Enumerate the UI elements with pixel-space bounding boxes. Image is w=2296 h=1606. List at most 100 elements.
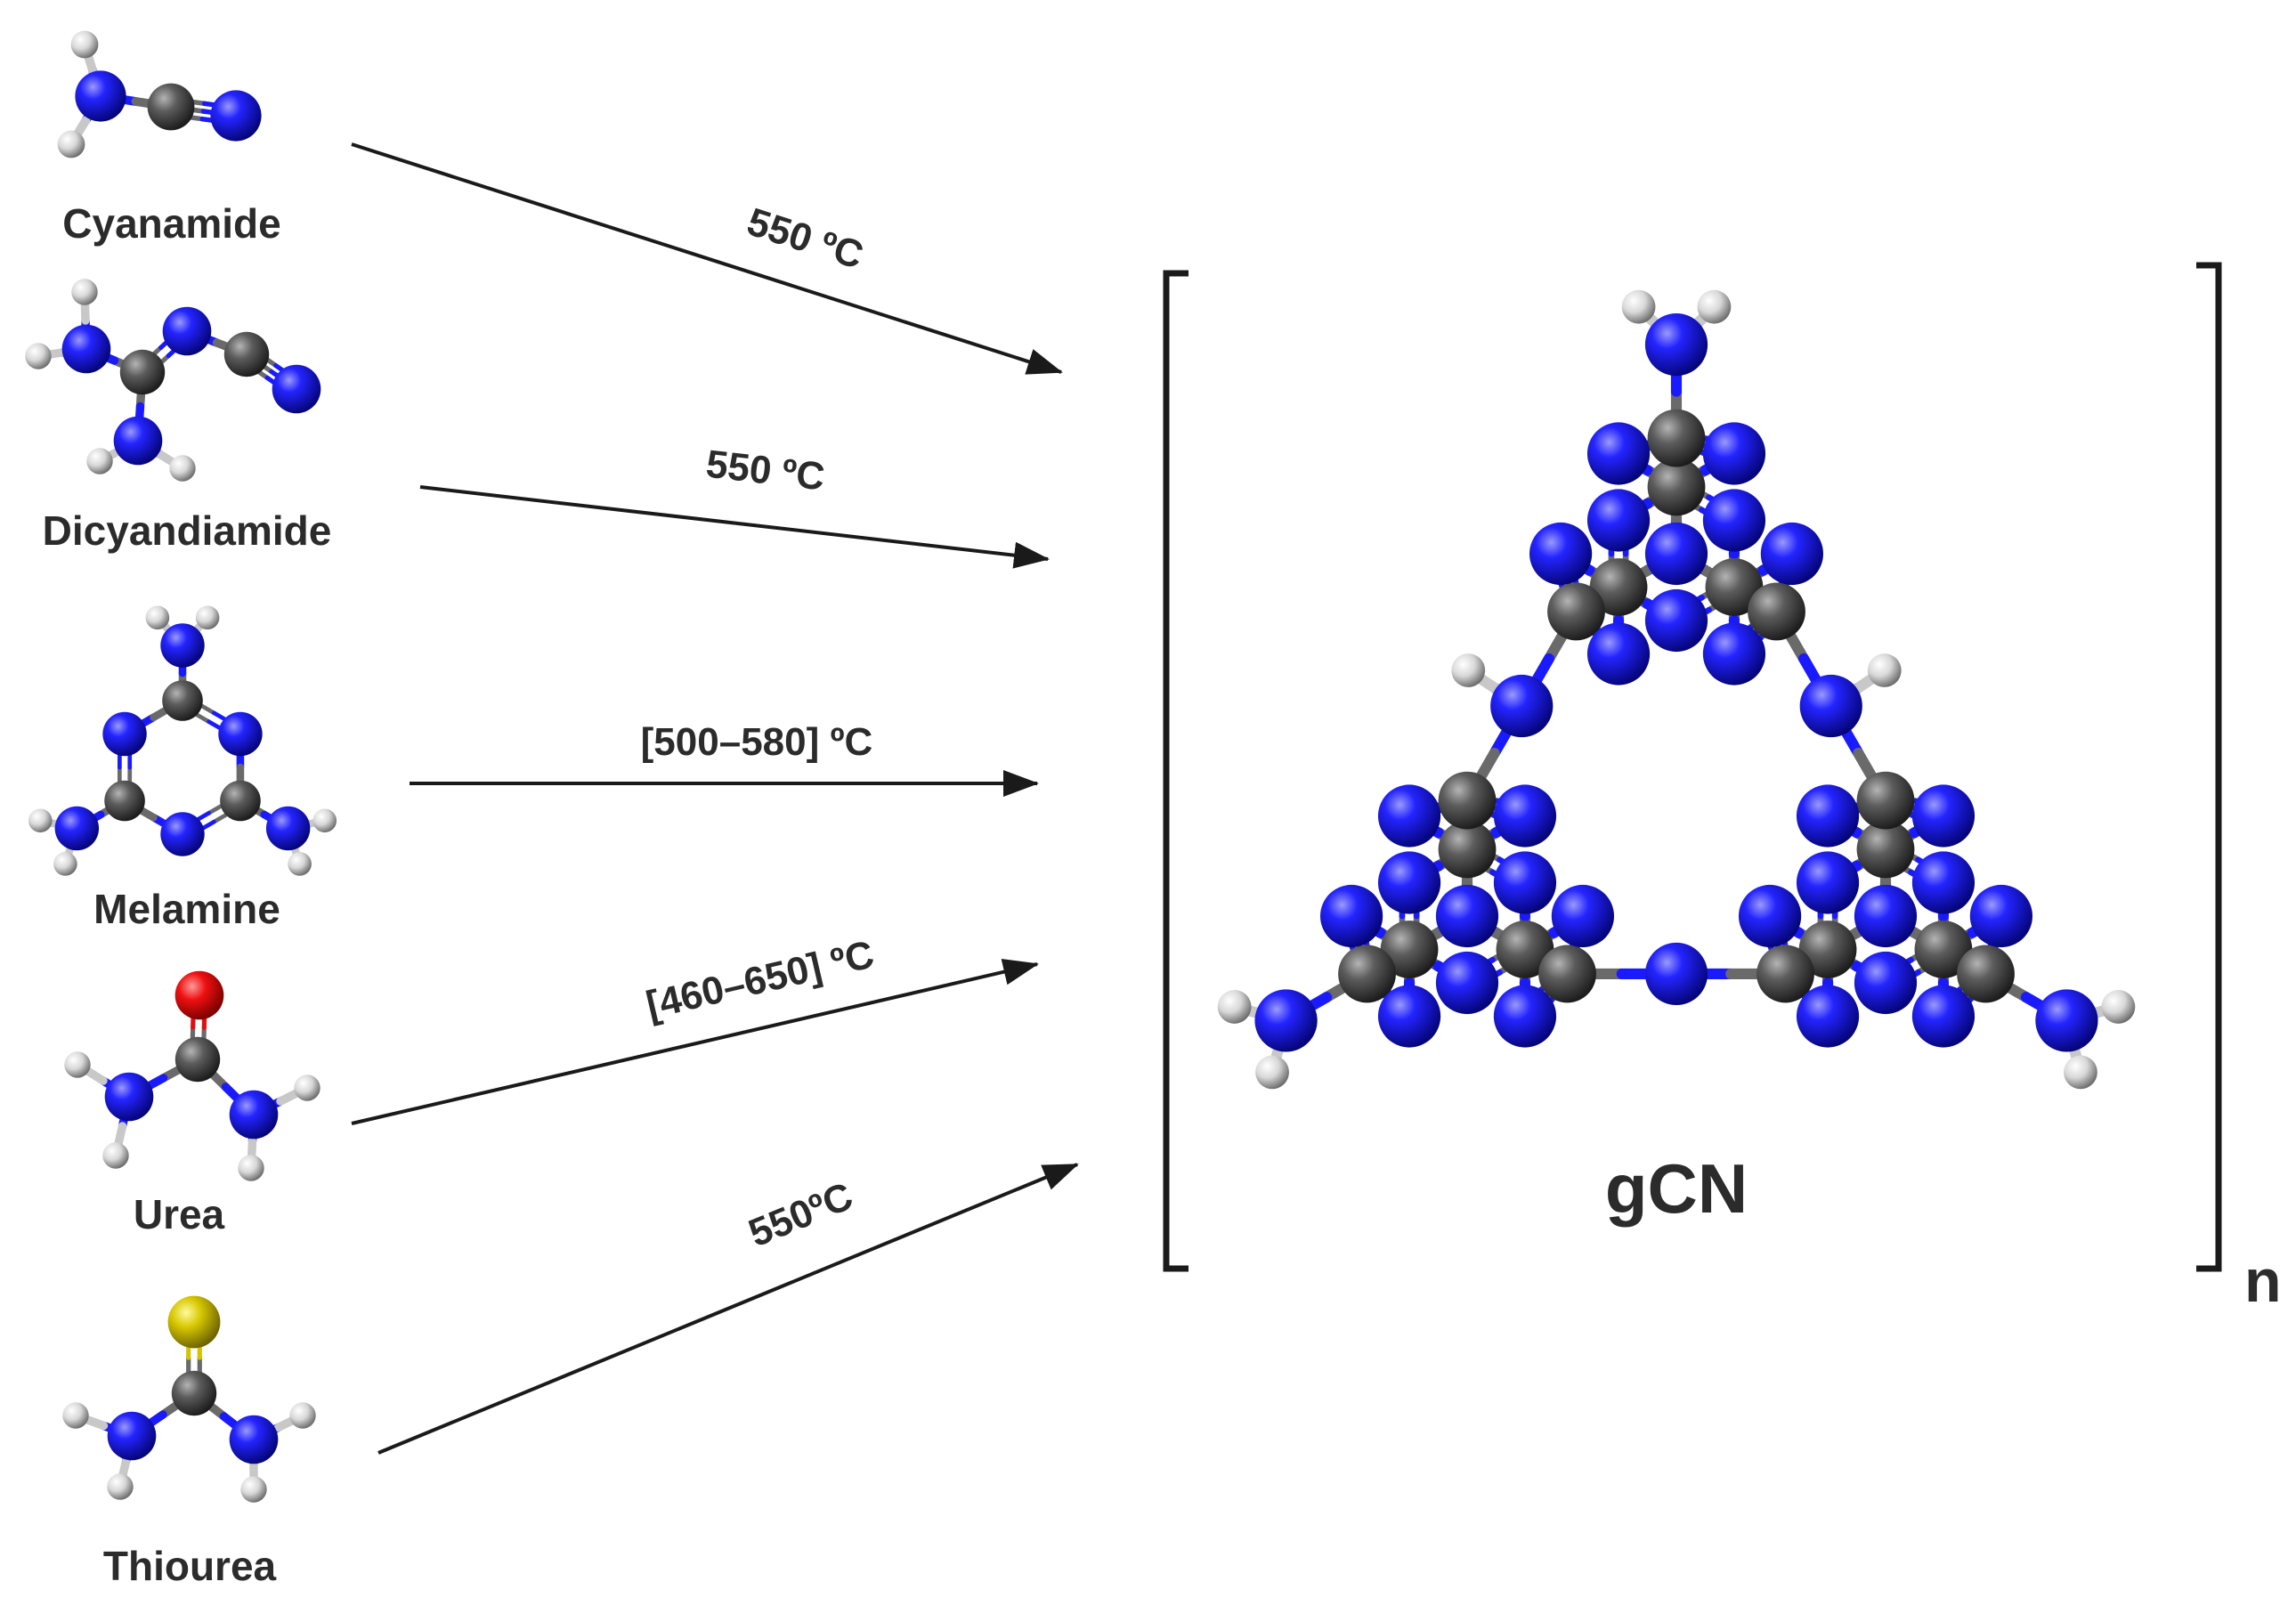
thiourea-molecule [62, 1295, 316, 1503]
nitrogen-atom [1377, 784, 1441, 848]
nitrogen-atom [54, 806, 100, 851]
dicyandiamide-temperature: 550 ºC [704, 442, 827, 499]
nitrogen-atom [1796, 985, 1860, 1048]
hydrogen-atom [240, 1476, 267, 1503]
nitrogen-atom [160, 812, 205, 856]
nitrogen-atom [1760, 522, 1824, 586]
hydrogen-atom [1867, 653, 1902, 687]
carbon-atom [1957, 945, 2015, 1003]
nitrogen-atom [1644, 522, 1708, 586]
left-bracket [1163, 270, 1189, 1272]
nitrogen-atom [61, 324, 111, 374]
nitrogen-atom [1644, 312, 1708, 377]
urea-molecule [64, 970, 320, 1181]
carbon-atom [1438, 771, 1497, 830]
carbon-atom [1538, 945, 1596, 1003]
carbon-atom [1856, 820, 1915, 879]
repeat-subscript: n [2244, 1247, 2282, 1315]
nitrogen-atom [113, 416, 163, 466]
nitrogen-atom [1854, 884, 1918, 948]
hydrogen-atom [2064, 1055, 2097, 1090]
hydrogen-atom [25, 343, 52, 369]
carbon-atom [1496, 921, 1554, 978]
nitrogen-atom [1911, 784, 1976, 848]
carbon-atom [1756, 945, 1814, 1003]
hydrogen-atom [102, 1142, 129, 1169]
hydrogen-atom [2101, 990, 2136, 1024]
carbon-atom [220, 780, 261, 822]
hydrogen-atom [169, 455, 196, 482]
nitrogen-atom [265, 806, 311, 851]
melamine-molecule [28, 605, 337, 876]
hydrogen-atom [238, 1155, 264, 1181]
nitrogen-atom [1435, 884, 1499, 948]
dicyandiamide-label: Dicyandiamide [43, 507, 332, 554]
nitrogen-atom [1969, 884, 2033, 948]
hydrogen-atom [62, 1402, 89, 1429]
carbon-atom [119, 349, 166, 395]
carbon-atom [162, 680, 203, 721]
nitrogen-atom [1796, 784, 1860, 848]
hydrogen-atom [71, 279, 98, 305]
dicyandiamide-molecule [25, 279, 321, 482]
urea-temperature: [460–650] ºC [642, 932, 878, 1027]
dicyandiamide-arrow [419, 485, 1050, 569]
hydrogen-atom [70, 30, 99, 59]
nitrogen-atom [1490, 674, 1554, 738]
nitrogen-atom [1493, 985, 1557, 1048]
nitrogen-atom [272, 364, 321, 414]
hydrogen-atom [288, 852, 312, 876]
nitrogen-atom [1854, 951, 1918, 1015]
nitrogen-atom [1435, 951, 1499, 1015]
gcn-structure [1217, 289, 2136, 1090]
carbon-atom [1705, 558, 1764, 616]
carbon-atom [1338, 945, 1396, 1003]
nitrogen-atom [160, 623, 205, 668]
nitrogen-atom [1377, 851, 1441, 914]
nitrogen-atom [218, 711, 263, 757]
nitrogen-atom [1493, 784, 1557, 848]
carbon-atom [104, 780, 145, 822]
carbon-atom [147, 83, 195, 131]
nitrogen-atom [1644, 588, 1708, 653]
nitrogen-atom [1702, 489, 1766, 552]
hydrogen-atom [289, 1402, 316, 1429]
sulfur-atom [167, 1295, 221, 1349]
hydrogen-atom [28, 808, 53, 833]
hydrogen-atom [53, 852, 77, 876]
nitrogen-atom [1702, 622, 1766, 685]
carbon-atom [1380, 921, 1439, 978]
hydrogen-atom [1697, 289, 1732, 324]
gcn-label: gCN [1605, 1149, 1748, 1228]
cyanamide-label: Cyanamide [62, 200, 280, 247]
hydrogen-atom [1217, 990, 1252, 1024]
nitrogen-atom [229, 1090, 279, 1140]
nitrogen-atom [1738, 884, 1802, 948]
nitrogen-atom [1702, 422, 1766, 485]
nitrogen-atom [210, 90, 262, 142]
carbon-atom [171, 1370, 217, 1416]
hydrogen-atom [145, 605, 170, 630]
urea-label: Urea [134, 1191, 225, 1237]
nitrogen-atom [1493, 851, 1557, 914]
nitrogen-atom [1799, 674, 1862, 738]
nitrogen-atom [1551, 884, 1615, 948]
nitrogen-atom [1529, 522, 1593, 586]
nitrogen-atom [1911, 851, 1976, 914]
carbon-atom [1647, 458, 1706, 516]
nitrogen-atom [104, 1072, 154, 1122]
urea-arrow [351, 958, 1039, 1125]
carbon-atom [1438, 820, 1497, 879]
carbon-atom [1798, 921, 1857, 978]
hydrogen-atom [1255, 1055, 1289, 1090]
hydrogen-atom [86, 448, 113, 474]
nitrogen-atom [1586, 489, 1651, 552]
oxygen-atom [174, 970, 224, 1020]
cyanamide-molecule [57, 30, 262, 158]
cyanamide-temperature: 550 ºC [742, 199, 868, 277]
carbon-atom [1914, 921, 1973, 978]
hydrogen-atom [107, 1473, 134, 1500]
carbon-atom [1856, 771, 1915, 830]
right-bracket [2196, 262, 2222, 1272]
